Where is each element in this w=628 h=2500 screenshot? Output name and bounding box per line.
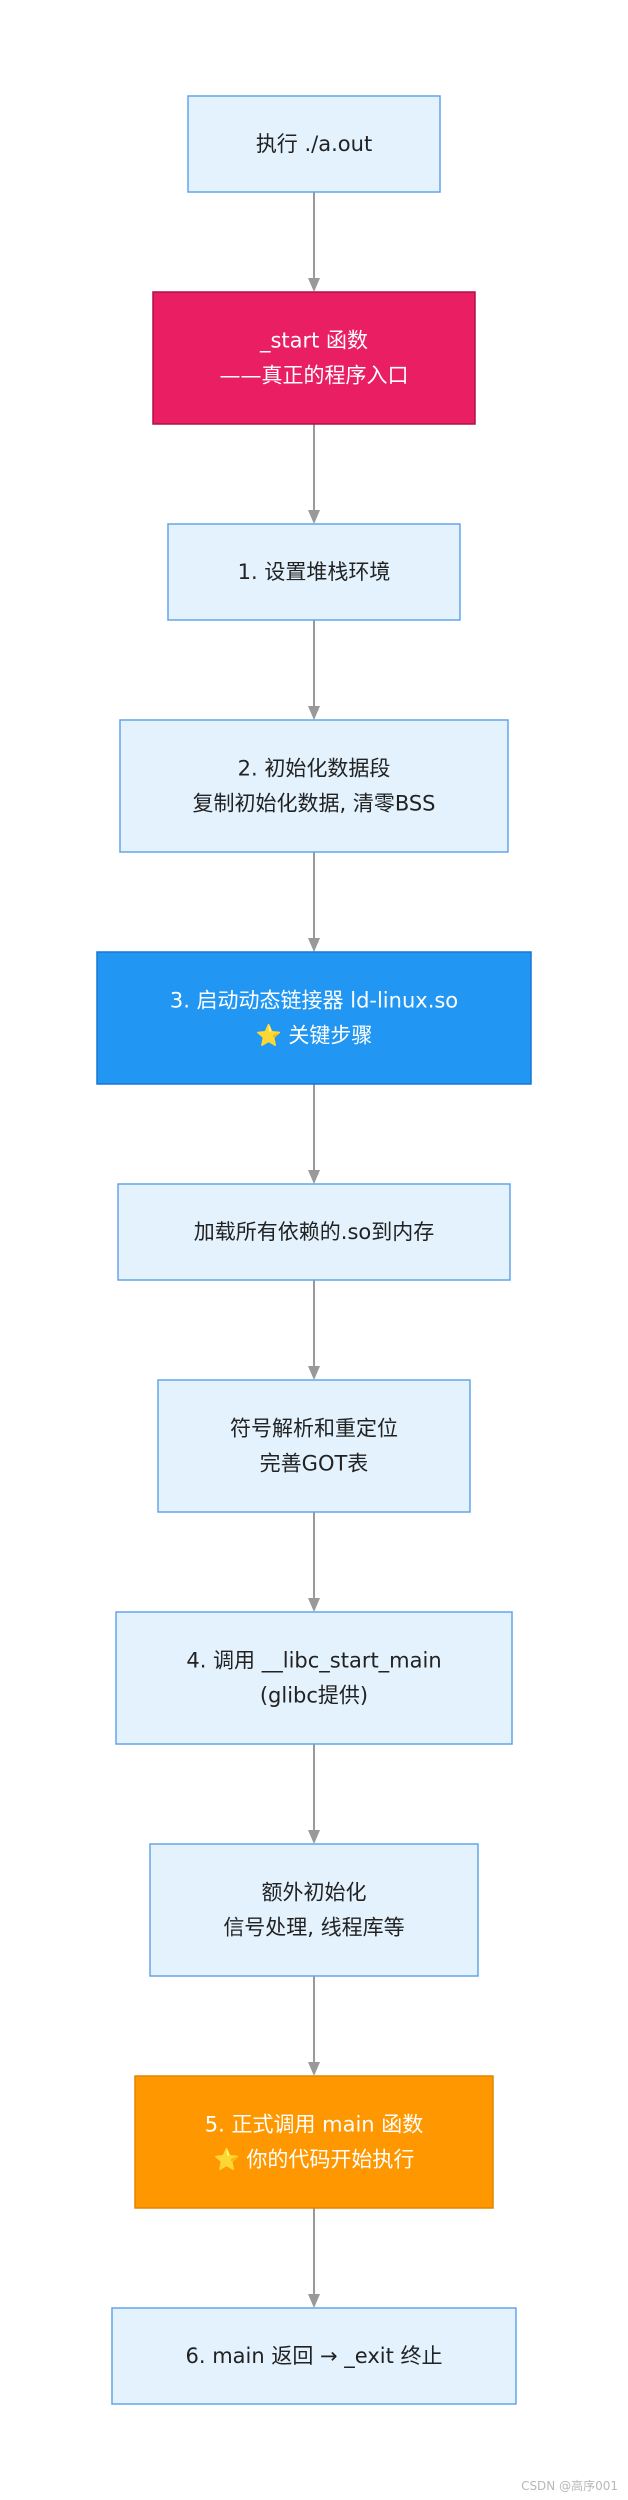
node-box (167, 523, 461, 621)
node-box (119, 719, 509, 853)
node-label: 复制初始化数据, 清零BSS (192, 792, 435, 816)
node-label: 4. 调用 __libc_start_main (186, 1649, 441, 1674)
node-libc-start-main: 4. 调用 __libc_start_main (glibc提供) (115, 1611, 513, 1745)
node-box (117, 1183, 511, 1281)
node-label: 2. 初始化数据段 (238, 757, 391, 781)
node-label: 执行 ./a.out (256, 132, 372, 156)
node-box (187, 95, 441, 193)
node-label: 符号解析和重定位 (230, 1417, 398, 1441)
node-label: ⭐ 关键步骤 (256, 1023, 373, 1048)
node-label: 完善GOT表 (260, 1452, 369, 1476)
node-box (152, 291, 476, 425)
node-stack-setup: 1. 设置堆栈环境 (167, 523, 461, 621)
node-start-func: _start 函数 ——真正的程序入口 (152, 291, 476, 425)
node-load-so: 加载所有依赖的.so到内存 (117, 1183, 511, 1281)
node-label: 5. 正式调用 main 函数 (205, 2113, 424, 2137)
node-box (134, 2075, 494, 2209)
node-label: _start 函数 (259, 329, 368, 354)
node-label: 1. 设置堆栈环境 (238, 560, 391, 584)
node-label: 加载所有依赖的.so到内存 (194, 1220, 434, 1244)
node-main-return: 6. main 返回 → _exit 终止 (111, 2307, 517, 2405)
node-box (149, 1843, 479, 1977)
node-run: 执行 ./a.out (187, 95, 441, 193)
node-box (157, 1379, 471, 1513)
node-call-main: 5. 正式调用 main 函数 ⭐ 你的代码开始执行 (134, 2075, 494, 2209)
node-label: 信号处理, 线程库等 (223, 1916, 404, 1940)
node-label: 6. main 返回 → _exit 终止 (185, 2344, 442, 2369)
node-label: (glibc提供) (260, 1684, 368, 1708)
node-box (96, 951, 532, 1085)
node-dynamic-linker: 3. 启动动态链接器 ld-linux.so ⭐ 关键步骤 (96, 951, 532, 1085)
watermark: CSDN @高序001 (521, 2479, 618, 2493)
node-label: ——真正的程序入口 (220, 364, 409, 388)
node-box (111, 2307, 517, 2405)
node-label: ⭐ 你的代码开始执行 (214, 2147, 415, 2172)
node-label: 3. 启动动态链接器 ld-linux.so (170, 989, 458, 1013)
node-label: 额外初始化 (262, 1881, 367, 1905)
node-box (115, 1611, 513, 1745)
